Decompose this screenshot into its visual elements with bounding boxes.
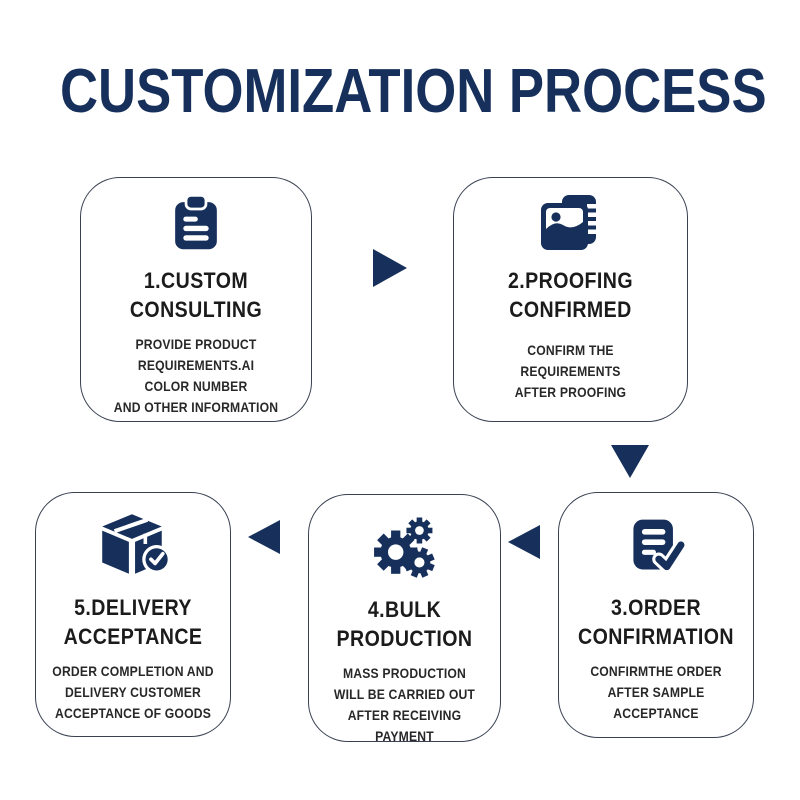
step-card-1: 1.CUSTOM CONSULTING PROVIDE PRODUCT REQU… bbox=[80, 177, 312, 422]
arrow-down-icon bbox=[611, 445, 649, 478]
arrow-right-icon bbox=[373, 249, 407, 287]
document-check-icon bbox=[624, 512, 688, 578]
arrow-left-icon-2 bbox=[248, 520, 280, 554]
arrow-left-icon-1 bbox=[508, 525, 540, 559]
step-title: 5.DELIVERY ACCEPTANCE bbox=[63, 595, 203, 650]
step-card-5: 5.DELIVERY ACCEPTANCE ORDER COMPLETION A… bbox=[35, 492, 231, 737]
step-title: 2.PROOFING CONFIRMED bbox=[507, 268, 634, 323]
step-description: MASS PRODUCTION WILL BE CARRIED OUT AFTE… bbox=[333, 664, 476, 744]
step-card-3: 3.ORDER CONFIRMATION CONFIRMTHE ORDER AF… bbox=[558, 492, 754, 738]
clipboard-icon bbox=[167, 191, 225, 255]
step-title: 4.BULK PRODUCTION bbox=[336, 597, 473, 652]
photo-proof-icon bbox=[538, 191, 604, 255]
step-title: 1.CUSTOM CONSULTING bbox=[129, 268, 263, 323]
step-card-4: 4.BULK PRODUCTION MASS PRODUCTION WILL B… bbox=[308, 494, 501, 744]
gears-icon bbox=[369, 514, 441, 580]
page-title: CUSTOMIZATION PROCESS bbox=[60, 57, 767, 126]
step-title: 3.ORDER CONFIRMATION bbox=[577, 595, 735, 650]
step-description: ORDER COMPLETION AND DELIVERY CUSTOMER A… bbox=[52, 662, 214, 721]
step-description: PROVIDE PRODUCT REQUIREMENTS.AI COLOR NU… bbox=[113, 335, 279, 415]
step-card-2: 2.PROOFING CONFIRMED CONFIRM THE REQUIRE… bbox=[453, 177, 688, 422]
step-description: CONFIRMTHE ORDER AFTER SAMPLE ACCEPTANCE bbox=[590, 662, 722, 721]
package-check-icon bbox=[94, 512, 172, 578]
step-description: CONFIRM THE REQUIREMENTS AFTER PROOFING bbox=[514, 341, 627, 400]
